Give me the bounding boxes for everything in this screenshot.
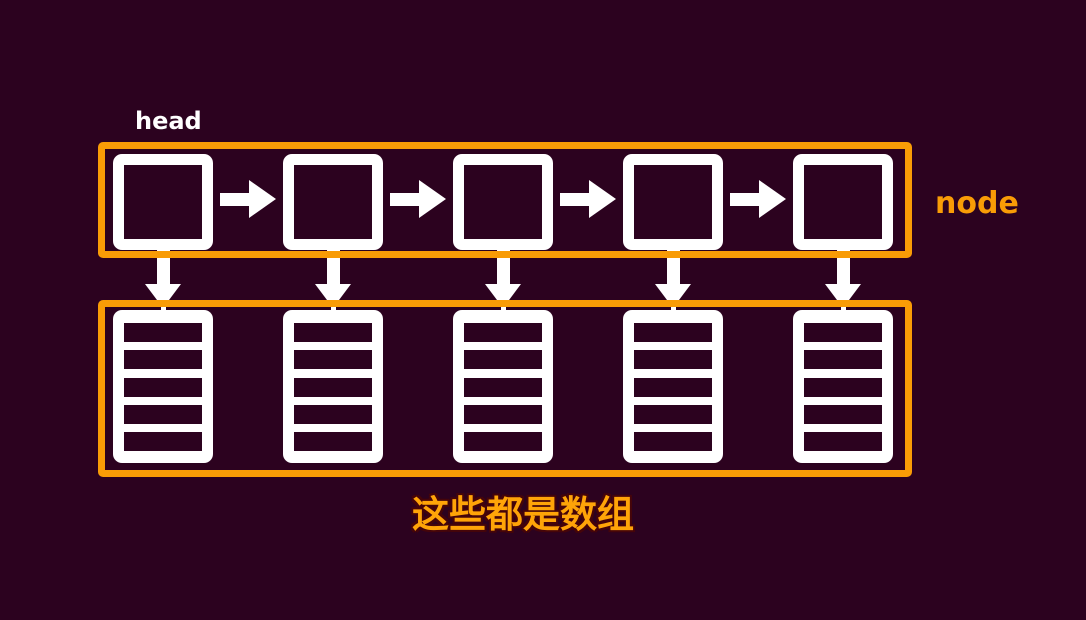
array-cell bbox=[804, 432, 882, 451]
array-cell bbox=[464, 377, 542, 397]
arrays-box bbox=[98, 300, 912, 477]
array-cell bbox=[634, 323, 712, 342]
linked-list-box bbox=[98, 142, 912, 258]
array-cell bbox=[294, 323, 372, 342]
array-cell bbox=[294, 432, 372, 451]
array-cell bbox=[124, 377, 202, 397]
next-pointer-arrow-icon bbox=[220, 180, 276, 218]
arrow-stem bbox=[730, 192, 760, 206]
array-cell bbox=[124, 323, 202, 342]
array-block bbox=[283, 310, 383, 463]
array-cell bbox=[124, 404, 202, 424]
arrow-head bbox=[419, 180, 446, 218]
array-cell bbox=[804, 377, 882, 397]
arrow-head bbox=[249, 180, 276, 218]
array-cell bbox=[124, 432, 202, 451]
node-square bbox=[453, 154, 553, 250]
node-square bbox=[283, 154, 383, 250]
array-block bbox=[793, 310, 893, 463]
array-cell bbox=[464, 323, 542, 342]
array-block bbox=[623, 310, 723, 463]
array-block bbox=[113, 310, 213, 463]
next-pointer-arrow-icon bbox=[560, 180, 616, 218]
node-square bbox=[113, 154, 213, 250]
array-cell bbox=[124, 350, 202, 370]
node-label: node bbox=[935, 186, 1019, 221]
arrow-stem bbox=[390, 192, 420, 206]
array-cell bbox=[464, 404, 542, 424]
node-square bbox=[793, 154, 893, 250]
arrow-stem bbox=[560, 192, 590, 206]
array-cell bbox=[634, 377, 712, 397]
array-cell bbox=[464, 350, 542, 370]
arrow-head bbox=[589, 180, 616, 218]
head-label: head bbox=[135, 107, 202, 135]
array-cell bbox=[294, 350, 372, 370]
array-cell bbox=[464, 432, 542, 451]
array-cell bbox=[634, 350, 712, 370]
array-cell bbox=[804, 404, 882, 424]
arrow-head bbox=[759, 180, 786, 218]
array-cell bbox=[634, 432, 712, 451]
node-square bbox=[623, 154, 723, 250]
array-block bbox=[453, 310, 553, 463]
next-pointer-arrow-icon bbox=[390, 180, 446, 218]
arrow-stem bbox=[220, 192, 250, 206]
caption-text: 这些都是数组 bbox=[412, 493, 634, 536]
next-pointer-arrow-icon bbox=[730, 180, 786, 218]
array-cell bbox=[804, 323, 882, 342]
array-cell bbox=[294, 377, 372, 397]
array-cell bbox=[634, 404, 712, 424]
array-cell bbox=[804, 350, 882, 370]
array-cell bbox=[294, 404, 372, 424]
